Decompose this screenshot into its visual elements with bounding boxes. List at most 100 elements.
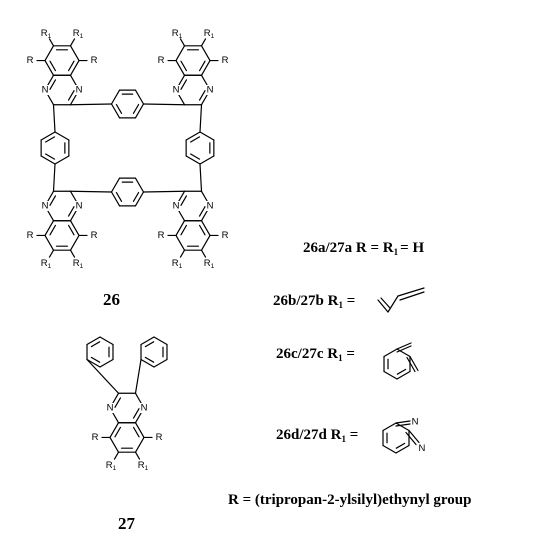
benzo-ring-bond (175, 45, 186, 62)
substituent-bond (69, 249, 76, 258)
imine-bond (395, 420, 411, 424)
exo-ring-bond (383, 348, 398, 358)
phenylene-ring-bond (134, 177, 145, 193)
benzo-ring-bond (200, 220, 211, 237)
phenylene-ring-bond (185, 131, 201, 141)
phenyl-ring-bond (99, 358, 114, 368)
ring-double-bond (180, 224, 188, 236)
ring-double-bond (198, 224, 206, 236)
linker-bond (142, 190, 186, 193)
nitrogen-atom: N (207, 85, 214, 96)
nitrogen-atom: N (76, 201, 83, 212)
ring-double-bond (198, 206, 206, 217)
substituent-bond (69, 38, 76, 47)
ring-double-bond (180, 79, 188, 90)
benzo-ring-bond (200, 59, 211, 76)
label-mask (40, 85, 50, 95)
benzo-ring-bond (175, 220, 186, 237)
ring-double-bond (49, 79, 57, 90)
nitrogen-atom: N (173, 85, 180, 96)
benzo-ring-bond (109, 436, 120, 453)
nitrogen-atom: N (42, 201, 49, 212)
exo-ring-bond (383, 370, 398, 380)
ring-double-bond (90, 341, 101, 348)
nitrogen-atom: N (42, 85, 49, 96)
imine-bond (405, 431, 417, 446)
substituent-bond (200, 249, 207, 258)
phenyl-ring-bond (99, 336, 114, 346)
phenylene-ring-bond (40, 155, 56, 165)
structure-bonds (36, 38, 219, 460)
substituent-structures (377, 287, 425, 454)
benzo-ring-bond (69, 220, 80, 237)
imine-bond (395, 423, 411, 427)
phenylene-ring-bond (54, 131, 70, 141)
r1-label: R1 (138, 460, 149, 472)
phenylene-ring-bond (185, 155, 201, 165)
phenyl-ring-bond (153, 358, 168, 368)
linker-bond (199, 163, 203, 192)
ring-double-bond (395, 442, 406, 449)
phenylene-ring-bond (134, 89, 145, 105)
ring-double-bond (144, 356, 155, 363)
benzo-ring-bond (175, 234, 186, 251)
ring-double-bond (132, 103, 140, 114)
ring-double-bond (90, 356, 101, 363)
benzo-ring-bond (69, 45, 80, 62)
benzo-ring-bond (134, 436, 145, 453)
ring-double-bond (190, 153, 201, 160)
ring-double-bond (180, 60, 188, 72)
ring-double-bond (67, 224, 75, 236)
ring-double-bond (49, 195, 57, 206)
diene-bond (377, 299, 389, 313)
phenylene-ring-bond (134, 103, 145, 119)
exo-ring-bond (396, 370, 411, 380)
ring-double-bond (198, 60, 206, 72)
ring-double-bond (132, 408, 140, 419)
label-mask (74, 85, 84, 95)
phenylene-ring-bond (134, 191, 145, 207)
exo-methylene (396, 342, 412, 350)
label-mask (139, 403, 149, 413)
imine-ring-bond (395, 422, 410, 432)
substituent-bond (134, 451, 141, 460)
linker-bond (52, 163, 56, 192)
benzo-ring-bond (200, 45, 211, 62)
ring-double-bond (67, 206, 75, 217)
benzo-ring-bond (69, 234, 80, 251)
linker-bond (69, 190, 113, 193)
r-label: R (222, 55, 229, 66)
ring-double-bond (45, 136, 56, 143)
ring-double-bond (67, 90, 75, 101)
linker-bond (142, 103, 186, 106)
ring-double-bond (114, 397, 122, 408)
diene-bond (397, 287, 425, 297)
imine-ring-bond (395, 444, 410, 454)
substituent-bond (200, 38, 207, 47)
ring-double-bond (114, 426, 122, 438)
r1-label: R1 (73, 27, 84, 39)
ring-double-bond (396, 368, 407, 375)
r-label: R (158, 230, 165, 241)
imine-nitrogen: N (419, 443, 426, 454)
r1-label: R1 (204, 27, 215, 39)
ring-double-bond (45, 153, 56, 160)
imine-bond (408, 429, 420, 444)
phenylene-ring-bond (110, 103, 121, 119)
nitrogen-atom: N (207, 201, 214, 212)
r-label: R (27, 55, 34, 66)
ring-double-bond (67, 60, 75, 72)
nitrogen-atom: N (173, 201, 180, 212)
exo-methylene (409, 355, 419, 372)
phenyl-ring-bond (140, 358, 155, 368)
r-label: R (222, 230, 229, 241)
substituent-bond (48, 38, 55, 47)
phenylene-ring-bond (199, 155, 215, 165)
substituent-bond (48, 249, 55, 258)
label-mask (74, 201, 84, 211)
ring-double-bond (49, 60, 57, 72)
phenylene-ring-bond (54, 155, 70, 165)
r1-label: R1 (172, 27, 183, 39)
diene-bond (387, 295, 399, 313)
legend-variant-d: 26d/27d R1 = (276, 427, 358, 444)
